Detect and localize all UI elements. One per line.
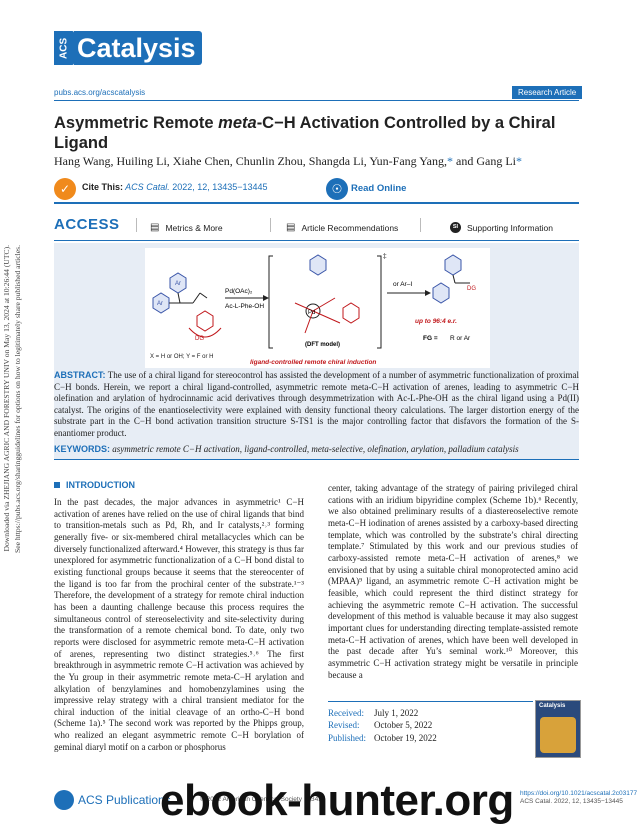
- cite-this[interactable]: ✓ Cite This: ACS Catal. 2022, 12, 13435−…: [54, 178, 319, 200]
- fg-options: R or Ar: [450, 335, 471, 342]
- cite-text: Cite This: ACS Catal. 2022, 12, 13435−13…: [82, 182, 268, 192]
- header-rule: [54, 100, 579, 101]
- toc-graphic: Ar Ar DG X = H or OH; Y = F or H Pd(OAc)…: [145, 248, 490, 368]
- ar-label-1: Ar: [175, 281, 181, 287]
- journal-cover-thumbnail[interactable]: Catalysis: [535, 700, 581, 758]
- corresponding-mark[interactable]: *: [447, 154, 454, 168]
- toc-caption: ligand-controlled remote chiral inductio…: [250, 359, 376, 366]
- si-icon: SI: [450, 222, 461, 233]
- tab-recommendations[interactable]: ▤Article Recommendations: [286, 222, 399, 233]
- logo-acs: ACS: [54, 31, 74, 65]
- article-type-badge: Research Article: [512, 86, 583, 99]
- divider: [420, 218, 421, 232]
- reagent-1: Pd(OAc)₂: [225, 288, 253, 295]
- acs-logo-icon: [54, 790, 74, 810]
- substrate-structure: [152, 272, 222, 338]
- divider: [270, 218, 271, 232]
- abstract-rule: [54, 459, 579, 460]
- download-notice: Downloaded via ZHEJIANG AGRIC AND FOREST…: [2, 245, 26, 605]
- pd-label: Pd: [308, 310, 315, 316]
- reaction-scheme: Ar Ar DG X = H or OH; Y = F or H Pd(OAc)…: [150, 252, 476, 366]
- fg-label: FG =: [423, 335, 438, 342]
- section-heading: INTRODUCTION: [54, 480, 135, 490]
- journal-url[interactable]: pubs.acs.org/acscatalysis: [54, 88, 146, 97]
- bracket-right: [377, 255, 382, 349]
- reagent-2: Ac-L-Phe-OH: [225, 303, 264, 310]
- product-structure: [432, 254, 470, 304]
- globe-icon[interactable]: ☉: [326, 178, 348, 200]
- article-history: Received:July 1, 2022 Revised:October 5,…: [328, 708, 437, 743]
- download-notice-line1: Downloaded via ZHEJIANG AGRIC AND FOREST…: [2, 245, 11, 552]
- document-icon: ▤: [286, 222, 296, 233]
- article-title: Asymmetric Remote meta-C−H Activation Co…: [54, 114, 556, 152]
- bar-chart-icon: ▤: [150, 222, 160, 233]
- access-label: ACCESS: [54, 216, 120, 233]
- divider: [136, 218, 137, 232]
- download-notice-line2: See https://pubs.acs.org/sharingguidelin…: [13, 245, 22, 553]
- watermark: ebook-hunter.org: [160, 776, 514, 825]
- xy-label: X = H or OH; Y = F or H: [150, 354, 213, 360]
- dg-label: DG: [195, 336, 204, 342]
- keywords: KEYWORDS: asymmetric remote C−H activati…: [54, 444, 519, 454]
- logo-journal-name: Catalysis: [74, 31, 202, 65]
- dft-model: (DFT model): [305, 342, 340, 348]
- ts-structure: [294, 254, 360, 334]
- publisher-logo[interactable]: ACS Publications: [54, 790, 171, 810]
- dg-label-product: DG: [467, 286, 476, 292]
- intro-paragraph-1: In the past decades, the major advances …: [54, 497, 304, 752]
- copyright: © 2022 American Chemical Society 13435: [200, 796, 326, 803]
- cite-rule: [54, 202, 579, 204]
- bracket-left: [268, 255, 273, 349]
- history-rule: [328, 701, 533, 702]
- body-column-left: In the past decades, the major advances …: [54, 497, 304, 753]
- access-rule: [54, 240, 579, 241]
- checkmark-icon: ✓: [54, 178, 76, 200]
- journal-logo[interactable]: ACS Catalysis: [54, 30, 202, 66]
- arrowhead: [263, 295, 269, 301]
- read-online-link[interactable]: Read Online: [351, 183, 407, 194]
- arrowhead-2: [425, 290, 431, 296]
- ts-mark: ‡: [383, 252, 387, 260]
- abstract-text: ABSTRACT: The use of a chiral ligand for…: [54, 370, 579, 438]
- corresponding-mark[interactable]: *: [516, 154, 522, 168]
- tab-metrics[interactable]: ▤Metrics & More: [150, 222, 223, 233]
- er-label: up to 96:4 e.r.: [415, 318, 457, 325]
- square-bullet-icon: [54, 482, 60, 488]
- or-ar: or Ar–I: [393, 281, 412, 288]
- ar-label-2: Ar: [157, 301, 163, 307]
- doi-info[interactable]: https://doi.org/10.1021/acscatal.2c03177…: [520, 790, 637, 805]
- intro-paragraph-2: center, taking advantage of the strategy…: [328, 483, 578, 680]
- author-list: Hang Wang, Huiling Li, Xiahe Chen, Chunl…: [54, 154, 522, 168]
- body-column-right: center, taking advantage of the strategy…: [328, 483, 578, 696]
